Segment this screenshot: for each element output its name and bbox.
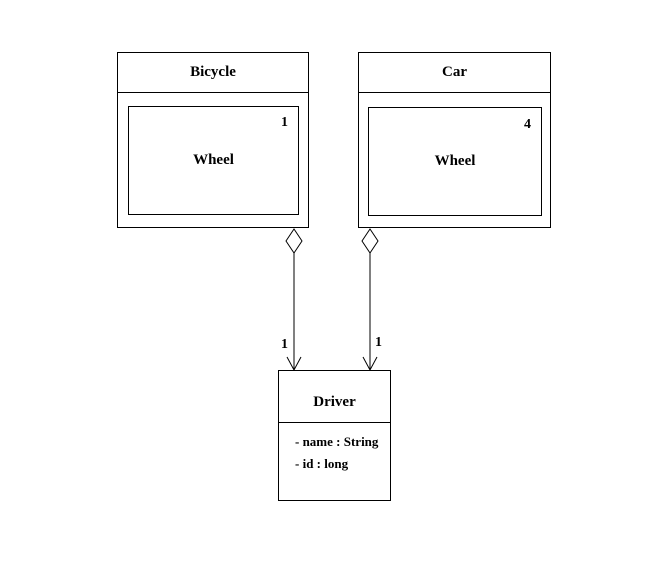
bicycle-class: Bicycle Wheel 1 [117,52,309,228]
bicycle-wheel-part: Wheel 1 [128,106,299,215]
car-class: Car Wheel 4 [358,52,551,228]
car-class-title: Car [359,53,550,93]
bicycle-wheel-label: Wheel [193,152,234,168]
car-wheel-part: Wheel 4 [368,107,542,216]
car-wheel-multiplicity: 4 [524,117,531,132]
driver-attribute-id: - id : long [295,456,349,471]
driver-attribute-name: - name : String [295,434,379,449]
bicycle-driver-multiplicity: 1 [281,337,288,352]
bicycle-wheel-multiplicity: 1 [281,115,288,130]
bicycle-class-title: Bicycle [118,53,308,93]
driver-class-title: Driver [279,371,390,423]
car-wheel-label: Wheel [434,153,476,169]
driver-class: Driver - name : String - id : long [278,370,391,501]
car-aggregation-diamond [361,228,379,254]
bicycle-aggregation-diamond [285,228,303,254]
car-driver-multiplicity: 1 [375,335,382,350]
